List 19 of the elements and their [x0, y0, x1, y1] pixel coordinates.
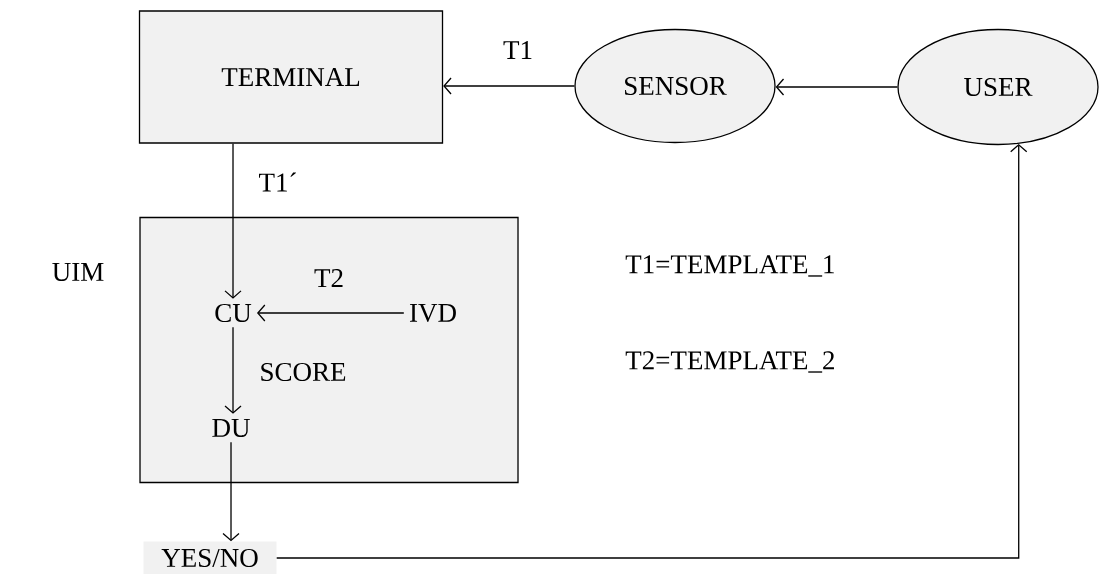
edge-label: T1 — [503, 41, 532, 59]
edge-label: T1´ — [259, 172, 296, 192]
arrow — [224, 143, 242, 299]
arrow — [775, 78, 898, 96]
arrow — [256, 304, 405, 322]
arrow — [224, 326, 242, 414]
arrow — [443, 77, 575, 95]
arrow — [276, 143, 1028, 559]
edge-label: T2 — [314, 269, 343, 287]
unit-label: DU — [212, 419, 250, 437]
unit-label: IVD — [410, 303, 456, 323]
process-box: TERMINAL — [138, 10, 444, 144]
node-label: UIM — [52, 263, 104, 281]
legend-note: T2=TEMPLATE_2 — [625, 351, 834, 373]
edge-label: SCORE — [261, 362, 346, 382]
unit-label: CU — [215, 303, 252, 323]
legend-note: T1=TEMPLATE_1 — [625, 255, 834, 277]
result-label: YES/NO — [143, 541, 277, 574]
arrow — [222, 441, 240, 542]
